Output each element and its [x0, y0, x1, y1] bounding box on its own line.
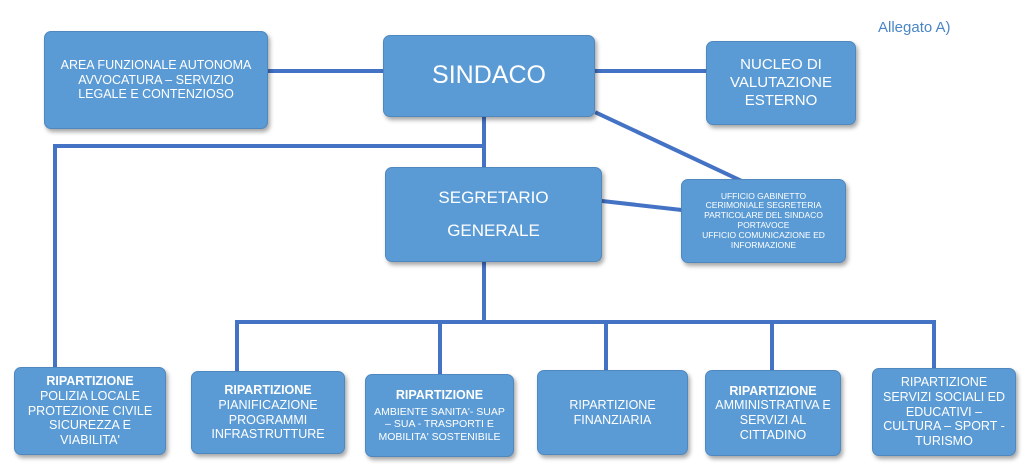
node-text: UFFICIO COMUNICAZIONE ED	[702, 229, 825, 240]
node-title: RIPARTIZIONE	[224, 383, 312, 397]
node-text: RIPARTIZIONE	[569, 397, 656, 412]
node-text: PORTAVOCE	[737, 220, 790, 230]
node-text: NUCLEO DI	[740, 56, 822, 74]
node-text: LEGALE E CONTENZIOSO	[78, 87, 234, 102]
allegato-label: Allegato A)	[878, 19, 951, 36]
node-text: RIPARTIZIONE	[900, 375, 988, 390]
node-text: AVVOCATURA – SERVIZIO	[78, 72, 234, 87]
node-rip-finanziaria: RIPARTIZIONE FINANZIARIA	[537, 370, 688, 455]
node-nucleo: NUCLEO DI VALUTAZIONE ESTERNO	[706, 41, 856, 125]
node-text: – SUA - TRASPORTI E	[385, 418, 494, 431]
connector-sindaco-ufficio	[594, 110, 751, 187]
node-text: EDUCATIVI –	[905, 404, 983, 419]
node-text: MOBILITA' SOSTENIBILE	[378, 430, 501, 443]
node-text: PIANIFICAZIONE	[218, 397, 318, 412]
node-text: VALUTAZIONE	[730, 74, 832, 92]
node-text: ESTERNO	[744, 91, 818, 109]
node-text: SERVIZI AL	[739, 413, 807, 427]
node-title: RIPARTIZIONE	[729, 383, 817, 398]
node-title: RIPARTIZIONE	[395, 388, 484, 403]
node-text: SEGRETARIO	[438, 188, 549, 208]
node-text: PROTEZIONE CIVILE	[27, 403, 153, 418]
node-area-funzionale: AREA FUNZIONALE AUTONOMA AVVOCATURA – SE…	[44, 31, 268, 129]
node-title: RIPARTIZIONE	[46, 374, 134, 389]
node-rip-amministrativa: RIPARTIZIONE AMMINISTRATIVA E SERVIZI AL…	[705, 370, 841, 456]
node-text: GENERALE	[447, 220, 540, 240]
node-text: PARTICOLARE DEL SINDACO	[704, 210, 823, 221]
node-text: CULTURA – SPORT -	[883, 419, 1005, 434]
node-text: CITTADINO	[739, 427, 807, 442]
node-text: AMBIENTE SANITA'- SUAP	[374, 405, 505, 418]
node-rip-servizi-sociali: RIPARTIZIONE SERVIZI SOCIALI ED EDUCATIV…	[872, 368, 1016, 456]
node-text: CERIMONIALE SEGRETERIA	[705, 200, 822, 211]
node-text: FINANZIARIA	[573, 412, 652, 427]
node-rip-pianificazione: RIPARTIZIONE PIANIFICAZIONE PROGRAMMI IN…	[191, 371, 345, 454]
node-sindaco: SINDACO	[383, 35, 595, 117]
node-rip-polizia: RIPARTIZIONE POLIZIA LOCALE PROTEZIONE C…	[14, 367, 166, 455]
node-text: AREA FUNZIONALE AUTONOMA	[60, 57, 252, 72]
node-text: TURISMO	[915, 434, 973, 449]
node-text: VIABILITA'	[60, 433, 120, 448]
node-segretario: SEGRETARIO GENERALE	[385, 167, 602, 262]
node-text: SERVIZI SOCIALI ED	[882, 389, 1006, 404]
node-text: AMMINISTRATIVA E	[715, 398, 831, 413]
node-text: PROGRAMMI	[228, 412, 308, 427]
node-ufficio-gabinetto: UFFICIO GABINETTO CERIMONIALE SEGRETERIA…	[681, 179, 846, 263]
node-text: POLIZIA LOCALE	[39, 388, 141, 403]
node-text: INFRASTRUTTURE	[211, 427, 325, 442]
connector-segretario-ufficio	[599, 198, 685, 213]
node-text: INFORMAZIONE	[730, 239, 797, 250]
node-text: UFFICIO GABINETTO	[720, 190, 807, 201]
node-text: SINDACO	[432, 61, 546, 90]
node-rip-ambiente: RIPARTIZIONE AMBIENTE SANITA'- SUAP – SU…	[365, 374, 514, 457]
node-text: SICUREZZA E	[49, 418, 131, 433]
